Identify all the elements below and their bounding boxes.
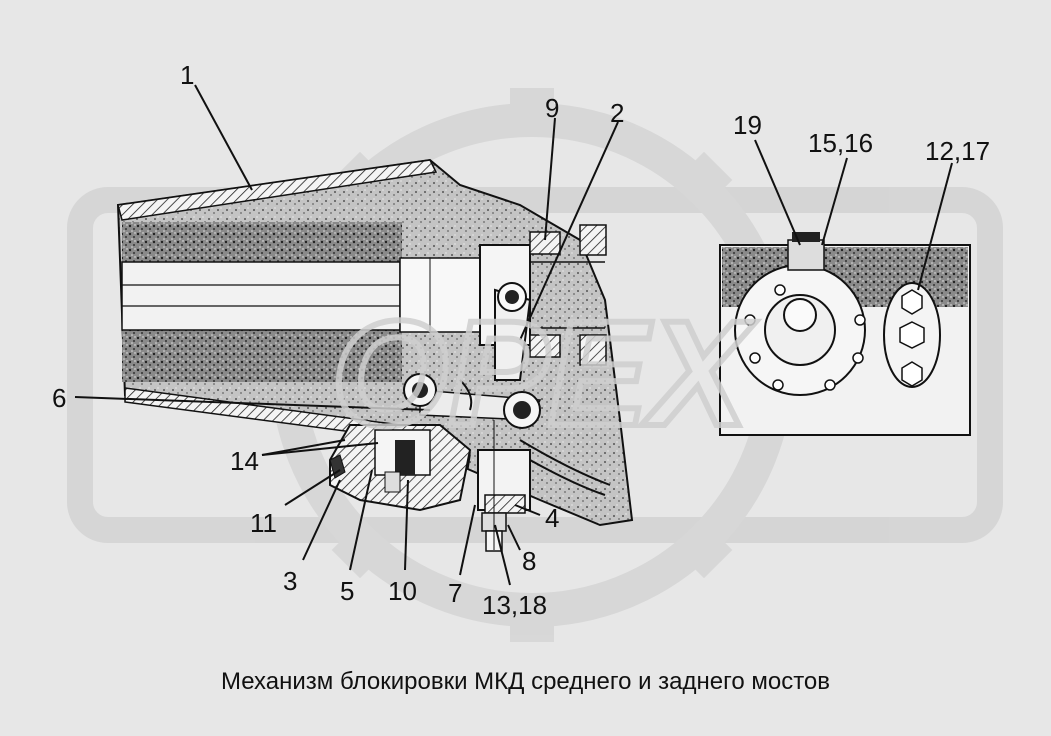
pushrod-assembly [477, 420, 531, 552]
callout-8: 8 [522, 546, 537, 576]
callout-14: 14 [230, 446, 259, 476]
callout-5: 5 [340, 576, 355, 606]
leader-lines [74, 84, 953, 586]
callout-12-17: 12,17 [925, 136, 991, 166]
callout-3: 3 [283, 566, 298, 596]
callout-13-18: 13,18 [482, 590, 548, 620]
shift-fork [403, 282, 611, 496]
callout-7: 7 [448, 578, 463, 608]
shaft [121, 257, 481, 333]
side-view-housing [719, 232, 971, 436]
callout-15-16: 15,16 [808, 128, 874, 158]
callout-2: 2 [610, 98, 625, 128]
callout-11: 11 [250, 508, 277, 538]
figure-caption: Механизм блокировки МКД среднего и задне… [220, 668, 831, 695]
pneumatic-chamber [329, 424, 472, 512]
callout-1: 1 [180, 60, 195, 90]
callout-19: 19 [733, 110, 762, 140]
callout-6: 6 [52, 383, 67, 413]
watermark-text: OPEX [332, 289, 757, 457]
callout-10: 10 [388, 576, 417, 606]
callout-4: 4 [545, 503, 560, 533]
callout-9: 9 [545, 93, 560, 123]
